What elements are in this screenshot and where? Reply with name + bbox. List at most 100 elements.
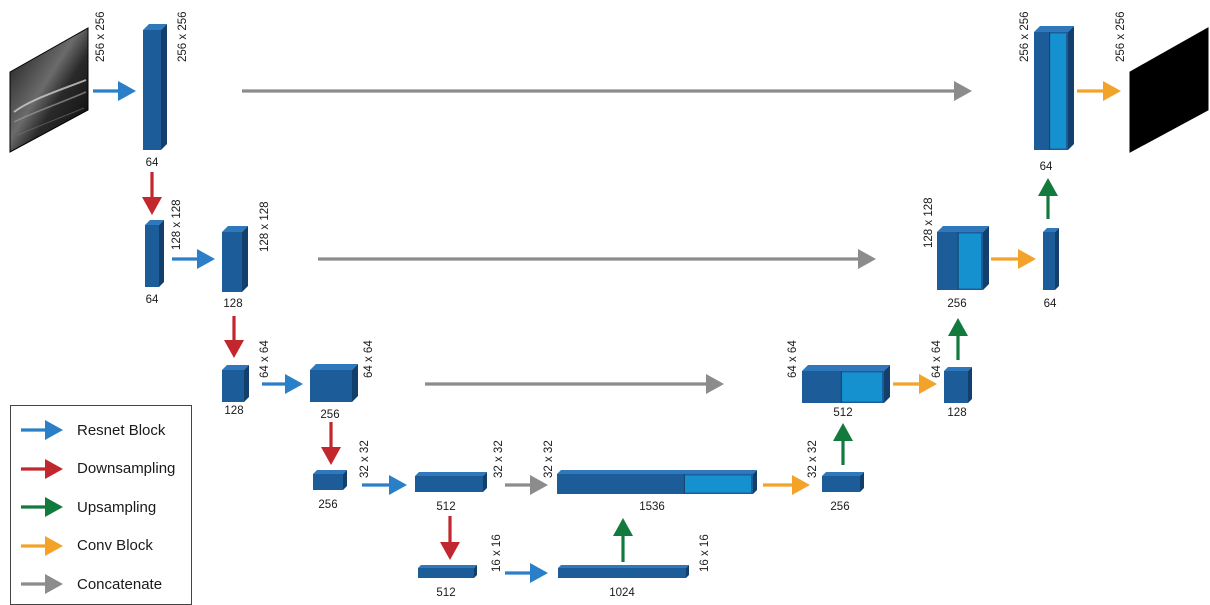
- dims-label: 128 x 128: [171, 199, 183, 250]
- channel-label: 512: [436, 587, 455, 599]
- block-side-face: [474, 565, 477, 578]
- block-side-face: [884, 365, 890, 403]
- channel-label: 128: [947, 407, 966, 419]
- block-top-face: [415, 472, 487, 476]
- output-dims-label: 256 x 256: [1115, 11, 1127, 62]
- dims-label: 32 x 32: [543, 440, 555, 478]
- block-side-face: [968, 367, 972, 403]
- legend-label: Downsampling: [77, 460, 176, 477]
- dims-label: 64 x 64: [259, 340, 271, 378]
- conv-arrow: [1077, 81, 1121, 101]
- feature-block-dec2: [1043, 228, 1059, 290]
- feature-block-dec3: [944, 367, 972, 403]
- block-side-face: [159, 220, 164, 287]
- channel-label: 256: [320, 409, 339, 421]
- upsampling-arrow: [833, 423, 853, 465]
- channel-label: 512: [833, 407, 852, 419]
- conv-legend-arrow: [21, 535, 63, 556]
- channel-label: 1024: [609, 587, 635, 599]
- channel-label: 512: [436, 501, 455, 513]
- downsampling-arrow-icon: [21, 458, 63, 479]
- channel-label: 128: [224, 405, 243, 417]
- channel-label: 256: [947, 298, 966, 310]
- legend-label: Conv Block: [77, 537, 153, 554]
- resnet-arrow-icon: [21, 420, 63, 440]
- concatenate-arrow: [505, 475, 548, 495]
- legend-item-concatenate: Concatenate: [19, 572, 162, 596]
- block-top-face: [944, 367, 972, 371]
- dims-label: 64 x 64: [931, 340, 943, 378]
- dims-label: 128 x 128: [923, 197, 935, 248]
- channel-label: 128: [223, 298, 242, 310]
- block-top-face: [143, 24, 167, 30]
- resnet-arrow: [505, 563, 548, 583]
- input-dims-label: 256 x 256: [95, 11, 107, 62]
- block-front-face: [558, 568, 686, 578]
- block-top-face: [822, 472, 864, 476]
- arrows-layer: [93, 81, 1121, 583]
- upsampling-arrow: [948, 318, 968, 360]
- block-front-face: [822, 476, 860, 492]
- block-top-face: [1034, 26, 1074, 32]
- downsampling-arrow: [440, 516, 460, 560]
- block-top-face: [418, 565, 477, 568]
- block-front-face: [145, 225, 159, 287]
- downsampling-arrow: [321, 422, 341, 465]
- feature-block-bott_b: [558, 565, 689, 578]
- dims-label: 32 x 32: [807, 440, 819, 478]
- feature-block-dec1_cat: [1034, 26, 1074, 150]
- downsampling-arrow: [142, 172, 162, 215]
- block-side-face: [161, 24, 167, 150]
- concatenated-part: [684, 475, 751, 493]
- block-front-face: [313, 474, 343, 490]
- block-front-face: [944, 371, 968, 403]
- resnet-arrow: [362, 475, 407, 495]
- dims-label: 256 x 256: [177, 11, 189, 62]
- block-side-face: [753, 470, 757, 494]
- channel-label: 256: [318, 499, 337, 511]
- channel-label: 256: [830, 501, 849, 513]
- dims-label: 32 x 32: [493, 440, 505, 478]
- feature-block-enc3b: [310, 364, 358, 402]
- legend-label: Upsampling: [77, 498, 157, 516]
- concatenate-arrow: [425, 374, 724, 394]
- block-front-face: [310, 370, 352, 402]
- resnet-legend-arrow: [21, 420, 63, 440]
- block-side-face: [483, 472, 487, 492]
- downsampling-legend-arrow: [21, 458, 63, 479]
- block-top-face: [145, 220, 164, 225]
- channel-label: 64: [1040, 161, 1053, 173]
- legend-item-resnet: Resnet Block: [19, 418, 165, 442]
- block-top-face: [222, 226, 248, 232]
- feature-block-enc3a: [222, 365, 249, 402]
- downsampling-arrow: [224, 316, 244, 358]
- block-side-face: [983, 226, 989, 290]
- block-top-face: [310, 364, 358, 370]
- resnet-arrow: [262, 374, 303, 394]
- upsampling-arrow-icon: [21, 497, 63, 517]
- concatenate-arrow: [242, 81, 972, 101]
- legend-label: Resnet Block: [77, 421, 166, 439]
- feature-block-dec4: [822, 472, 864, 492]
- resnet-arrow: [93, 81, 136, 101]
- block-top-face: [1043, 228, 1059, 232]
- feature-block-enc4a: [313, 470, 347, 490]
- feature-block-enc1: [143, 24, 167, 150]
- conv-arrow-icon: [21, 535, 63, 556]
- block-front-face: [418, 568, 474, 578]
- block-front-face: [143, 30, 161, 150]
- channel-label: 64: [146, 294, 159, 306]
- block-side-face: [343, 470, 347, 490]
- legend-item-conv: Conv Block: [19, 534, 153, 558]
- dims-label: 16 x 16: [699, 534, 711, 572]
- concatenate-arrow-icon: [21, 574, 63, 594]
- dims-label: 32 x 32: [359, 440, 371, 478]
- feature-block-dec2_cat: [937, 226, 989, 290]
- dims-label: 16 x 16: [491, 534, 503, 572]
- conv-arrow: [763, 475, 810, 495]
- blocks-layer: [143, 24, 1074, 578]
- concatenated-part: [841, 372, 882, 402]
- output-image: [1129, 27, 1209, 153]
- channel-label: 64: [146, 157, 159, 169]
